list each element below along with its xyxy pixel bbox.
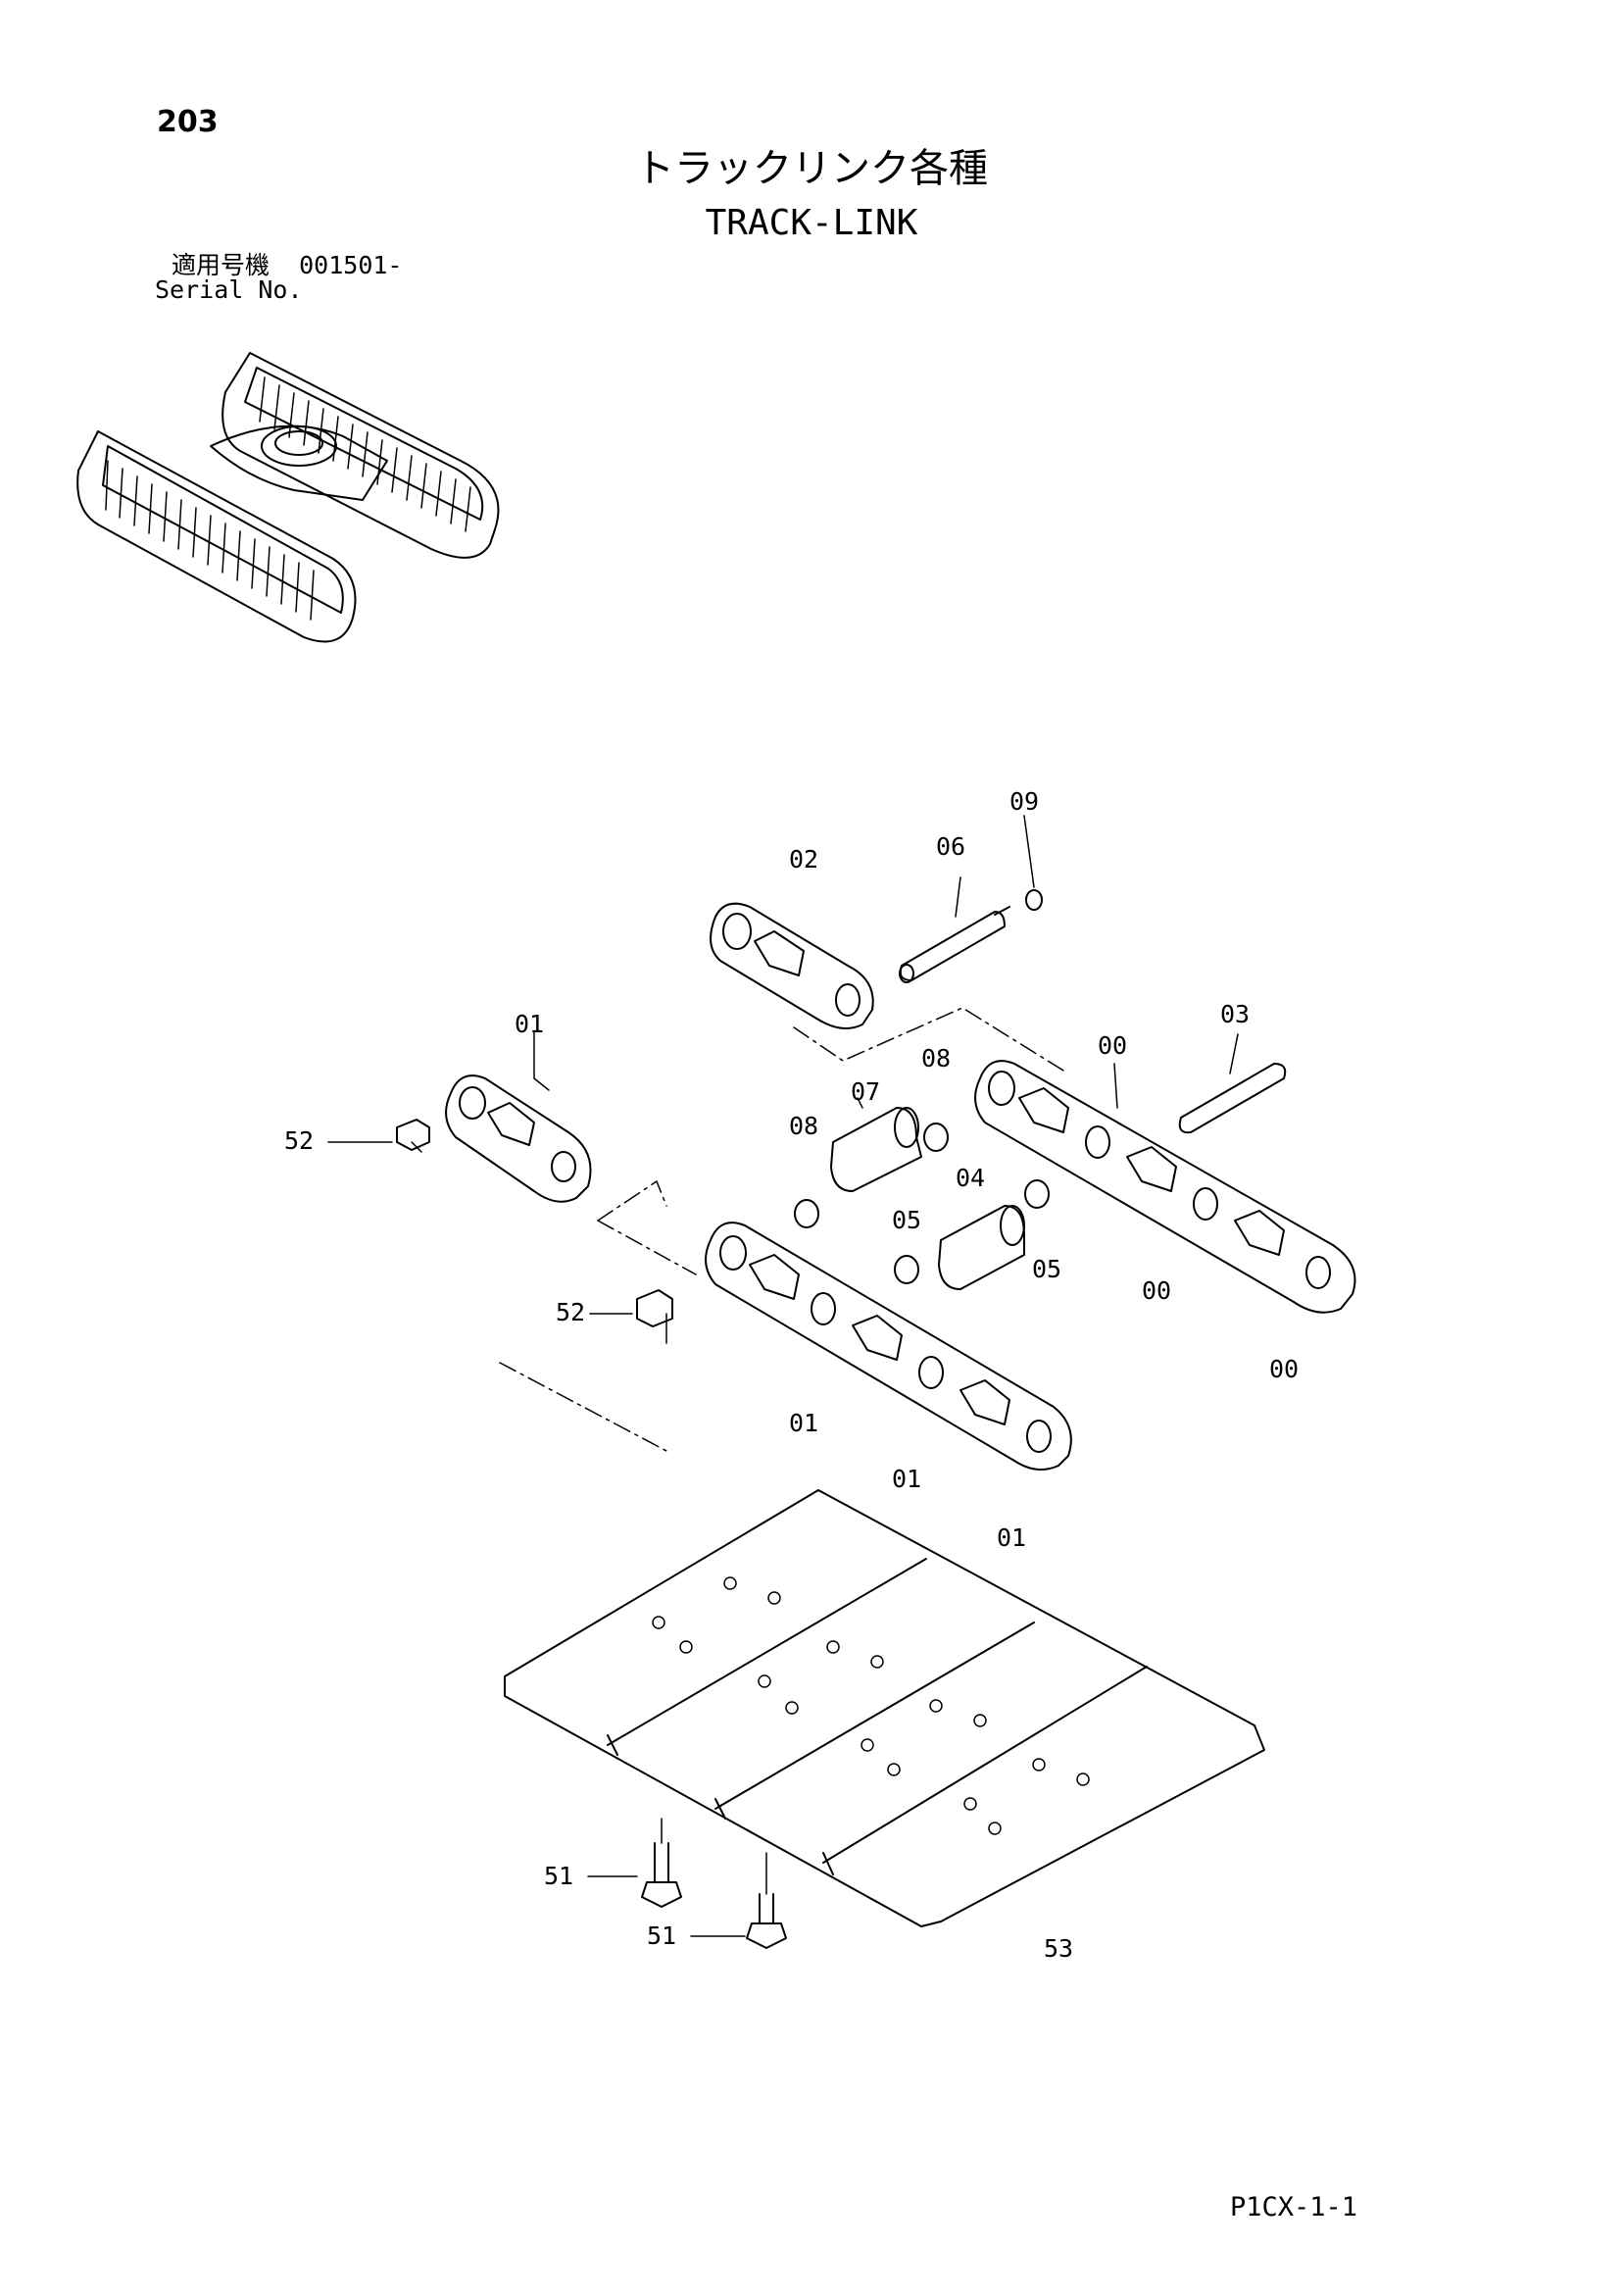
ring-09 xyxy=(1025,889,1043,911)
track-shoe-53 xyxy=(504,1489,1265,1927)
callout-00-top: 00 xyxy=(1098,1031,1127,1060)
link-chain-00 xyxy=(974,1060,1356,1314)
callout-51-lower: 51 xyxy=(647,1922,676,1950)
link-01-upper xyxy=(445,1074,592,1203)
seal-08-right xyxy=(923,1123,949,1152)
callout-51-upper: 51 xyxy=(544,1862,573,1890)
callout-08-upper: 08 xyxy=(921,1044,951,1073)
serial-label-english: Serial No. xyxy=(155,275,303,304)
bushing-07 xyxy=(830,1107,922,1192)
callout-00-bottom: 00 xyxy=(1269,1355,1299,1383)
callout-07: 07 xyxy=(851,1077,880,1106)
spacer-05-left xyxy=(894,1255,919,1284)
pin-06 xyxy=(899,906,1010,983)
footer-figure-code: P1CX-1-1 xyxy=(1230,2192,1358,2222)
callout-09: 09 xyxy=(1009,787,1039,816)
page-title-japanese: トラックリンク各種 xyxy=(635,146,988,191)
callout-leader-lines xyxy=(327,815,1239,1937)
callout-08-lower: 08 xyxy=(789,1112,818,1140)
seal-08-left xyxy=(794,1199,819,1228)
serial-label-jp-text: 適用号機 xyxy=(172,251,270,279)
bolt-51-left xyxy=(641,1818,682,1908)
bushing-04 xyxy=(938,1205,1025,1290)
pin-03 xyxy=(1178,1063,1287,1134)
callout-03: 03 xyxy=(1220,1000,1250,1028)
callout-52-upper: 52 xyxy=(284,1126,314,1155)
callout-02: 02 xyxy=(789,845,818,873)
nut-52-lower xyxy=(636,1289,673,1327)
callout-01-top: 01 xyxy=(515,1010,544,1038)
serial-label-japanese: 適用号機 001501- xyxy=(172,253,402,277)
page-number: 203 xyxy=(157,105,219,139)
serial-range: 001501- xyxy=(299,251,403,279)
assembly-guide-lines xyxy=(499,1007,1064,1452)
link-02 xyxy=(710,902,874,1029)
spacer-05-right xyxy=(1024,1179,1050,1209)
callout-01-left-chain: 01 xyxy=(789,1409,818,1437)
callout-05-right: 05 xyxy=(1032,1255,1061,1283)
callout-01-right-chain: 01 xyxy=(997,1523,1026,1552)
callout-01-middle-chain: 01 xyxy=(892,1465,921,1493)
link-chain-01 xyxy=(705,1222,1072,1471)
callout-06: 06 xyxy=(936,832,965,861)
nut-52-upper xyxy=(396,1119,430,1151)
bolt-51-right xyxy=(746,1852,787,1949)
callout-05-left: 05 xyxy=(892,1206,921,1234)
callout-04: 04 xyxy=(956,1164,985,1192)
callout-52-lower: 52 xyxy=(556,1298,585,1326)
page-title-english: TRACK-LINK xyxy=(705,203,918,243)
callout-00-middle: 00 xyxy=(1142,1276,1171,1305)
callout-53: 53 xyxy=(1044,1934,1073,1963)
undercarriage-overview-illustration xyxy=(76,352,500,643)
